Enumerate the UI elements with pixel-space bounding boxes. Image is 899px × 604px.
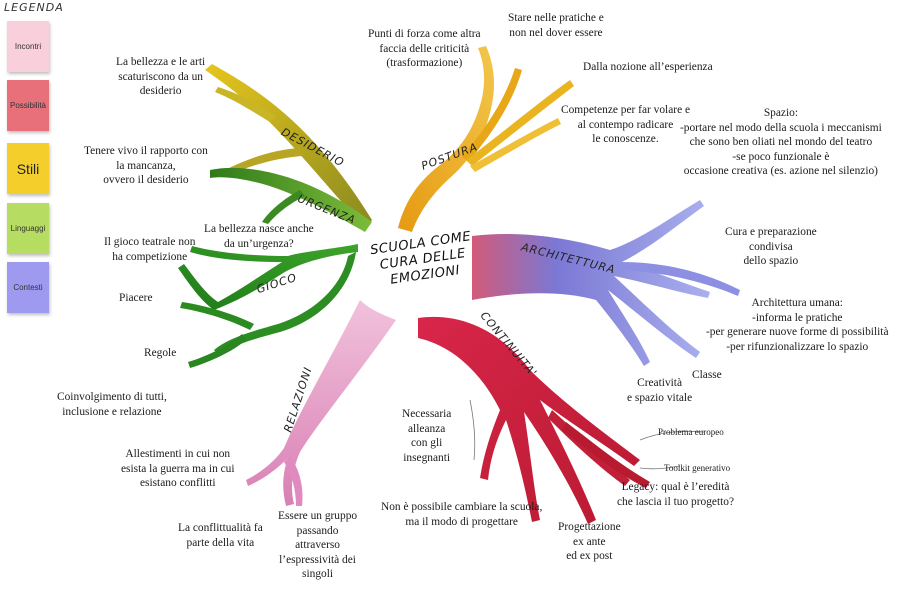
note-line: al contempo radicare [561,118,690,133]
note-line: Creatività [627,376,692,391]
note-line: -portare nel modo della scuola i meccani… [680,121,882,136]
note-line: Competenze per far volare e [561,103,690,118]
note-line: faccia delle criticità [368,42,481,57]
note-competenze: Competenze per far volare e al contempo … [561,103,690,147]
note-conflittualita: La conflittualità fa parte della vita [178,521,263,550]
note-bellezza-urgenza: La bellezza nasce anche da un’urgenza? [204,222,314,251]
note-line: alleanza [402,422,451,437]
note-line: che lascia il tuo progetto? [617,495,734,510]
note-cura-spazio: Cura e preparazione condivisa dello spaz… [725,225,817,269]
note-line: esistano conflitti [121,476,235,491]
note-line: Stare nelle pratiche e [508,11,604,26]
legend-label-stili: Stili [17,161,40,177]
note-line: scaturiscono da un [116,70,205,85]
note-alleanza: Necessaria alleanza con gli insegnanti [402,407,451,465]
note-regole: Regole [144,346,176,361]
note-line: Punti di forza come altra [368,27,481,42]
note-progettazione: Progettazione ex ante ed ex post [558,520,621,564]
note-allestimenti: Allestimenti in cui non esista la guerra… [121,447,235,491]
note-line: ed ex post [558,549,621,564]
note-line: esista la guerra ma in cui [121,462,235,477]
note-line: Necessaria [402,407,451,422]
note-essere-gruppo: Essere un gruppo passando attraverso l’e… [278,509,357,582]
note-line: e spazio vitale [627,391,692,406]
note-line: Spazio: [680,106,882,121]
note-line: parte della vita [178,536,263,551]
note-line: Cura e preparazione [725,225,817,240]
note-toolkit: Toolkit generativo [664,463,730,474]
legend-note-contesti: Contesti [7,262,49,313]
note-line: Essere un gruppo [278,509,357,524]
note-line: inclusione e relazione [57,405,167,420]
note-creativita: Creatività e spazio vitale [627,376,692,405]
legend-title: LEGENDA [4,1,64,14]
note-line: ha competizione [104,250,195,265]
note-line: con gli [402,436,451,451]
note-line: passando [278,524,357,539]
note-non-possibile: Non è possibile cambiare la scuola, ma i… [381,500,542,529]
note-legacy: Legacy: qual è l’eredità che lascia il t… [617,480,734,509]
legend-label-linguaggi: Linguaggi [11,224,46,233]
note-nozione-esperienza: Dalla nozione all’esperienza [583,60,713,75]
note-line: La bellezza nasce anche [204,222,314,237]
note-line: Architettura umana: [706,296,889,311]
note-line: -se poco funzionale è [680,150,882,165]
note-line: (trasformazione) [368,56,481,71]
note-line: ma il modo di progettare [381,515,542,530]
note-line: -per generare nuove forme di possibilità [706,325,889,340]
note-line: Allestimenti in cui non [121,447,235,462]
branch-gioco [178,244,358,368]
note-line: che sono ben oliati nel mondo del teatro [680,135,882,150]
note-line: Coinvolgimento di tutti, [57,390,167,405]
note-line: condivisa [725,240,817,255]
note-tenere-vivo: Tenere vivo il rapporto con la mancanza,… [84,144,208,188]
note-line: La conflittualità fa [178,521,263,536]
note-line: da un’urgenza? [204,237,314,252]
note-line: -informa le pratiche [706,311,889,326]
note-gioco-teatrale: Il gioco teatrale non ha competizione [104,235,195,264]
legend-label-incontri: Incontri [15,42,41,51]
note-line: occasione creativa (es. azione nel silen… [680,164,882,179]
note-stare-pratiche: Stare nelle pratiche e non nel dover ess… [508,11,604,40]
note-line: ex ante [558,535,621,550]
note-spazio: Spazio: -portare nel modo della scuola i… [680,106,882,179]
branch-postura [398,46,574,232]
note-line: Tenere vivo il rapporto con [84,144,208,159]
note-line: insegnanti [402,451,451,466]
note-line: La bellezza e le arti [116,55,205,70]
note-line: Progettazione [558,520,621,535]
legend-label-contesti: Contesti [13,283,42,292]
note-line: ovvero il desiderio [84,173,208,188]
legend-note-incontri: Incontri [7,21,49,72]
note-piacere: Piacere [119,291,153,306]
note-line: singoli [278,567,357,582]
note-problema-europeo: Problema europeo [658,427,724,438]
note-classe: Classe [692,368,722,383]
note-punti-forza: Punti di forza come altra faccia delle c… [368,27,481,71]
note-architettura-umana: Architettura umana: -informa le pratiche… [706,296,889,354]
legend-label-possibilita: Possibilità [10,101,46,110]
note-line: l’espressività dei [278,553,357,568]
note-coinvolgimento: Coinvolgimento di tutti, inclusione e re… [57,390,167,419]
legend-note-possibilita: Possibilità [7,80,49,131]
note-line: la mancanza, [84,159,208,174]
note-line: attraverso [278,538,357,553]
note-line: Non è possibile cambiare la scuola, [381,500,542,515]
legend-note-stili: Stili [7,143,49,194]
note-line: le conoscenze. [561,132,690,147]
branch-continuita [418,317,650,524]
note-line: Il gioco teatrale non [104,235,195,250]
note-bellezza-arti: La bellezza e le arti scaturiscono da un… [116,55,205,99]
note-line: Legacy: qual è l’eredità [617,480,734,495]
note-line: non nel dover essere [508,26,604,41]
note-line: -per rifunzionalizzare lo spazio [706,340,889,355]
note-line: desiderio [116,84,205,99]
note-line: dello spazio [725,254,817,269]
legend-note-linguaggi: Linguaggi [7,203,49,254]
